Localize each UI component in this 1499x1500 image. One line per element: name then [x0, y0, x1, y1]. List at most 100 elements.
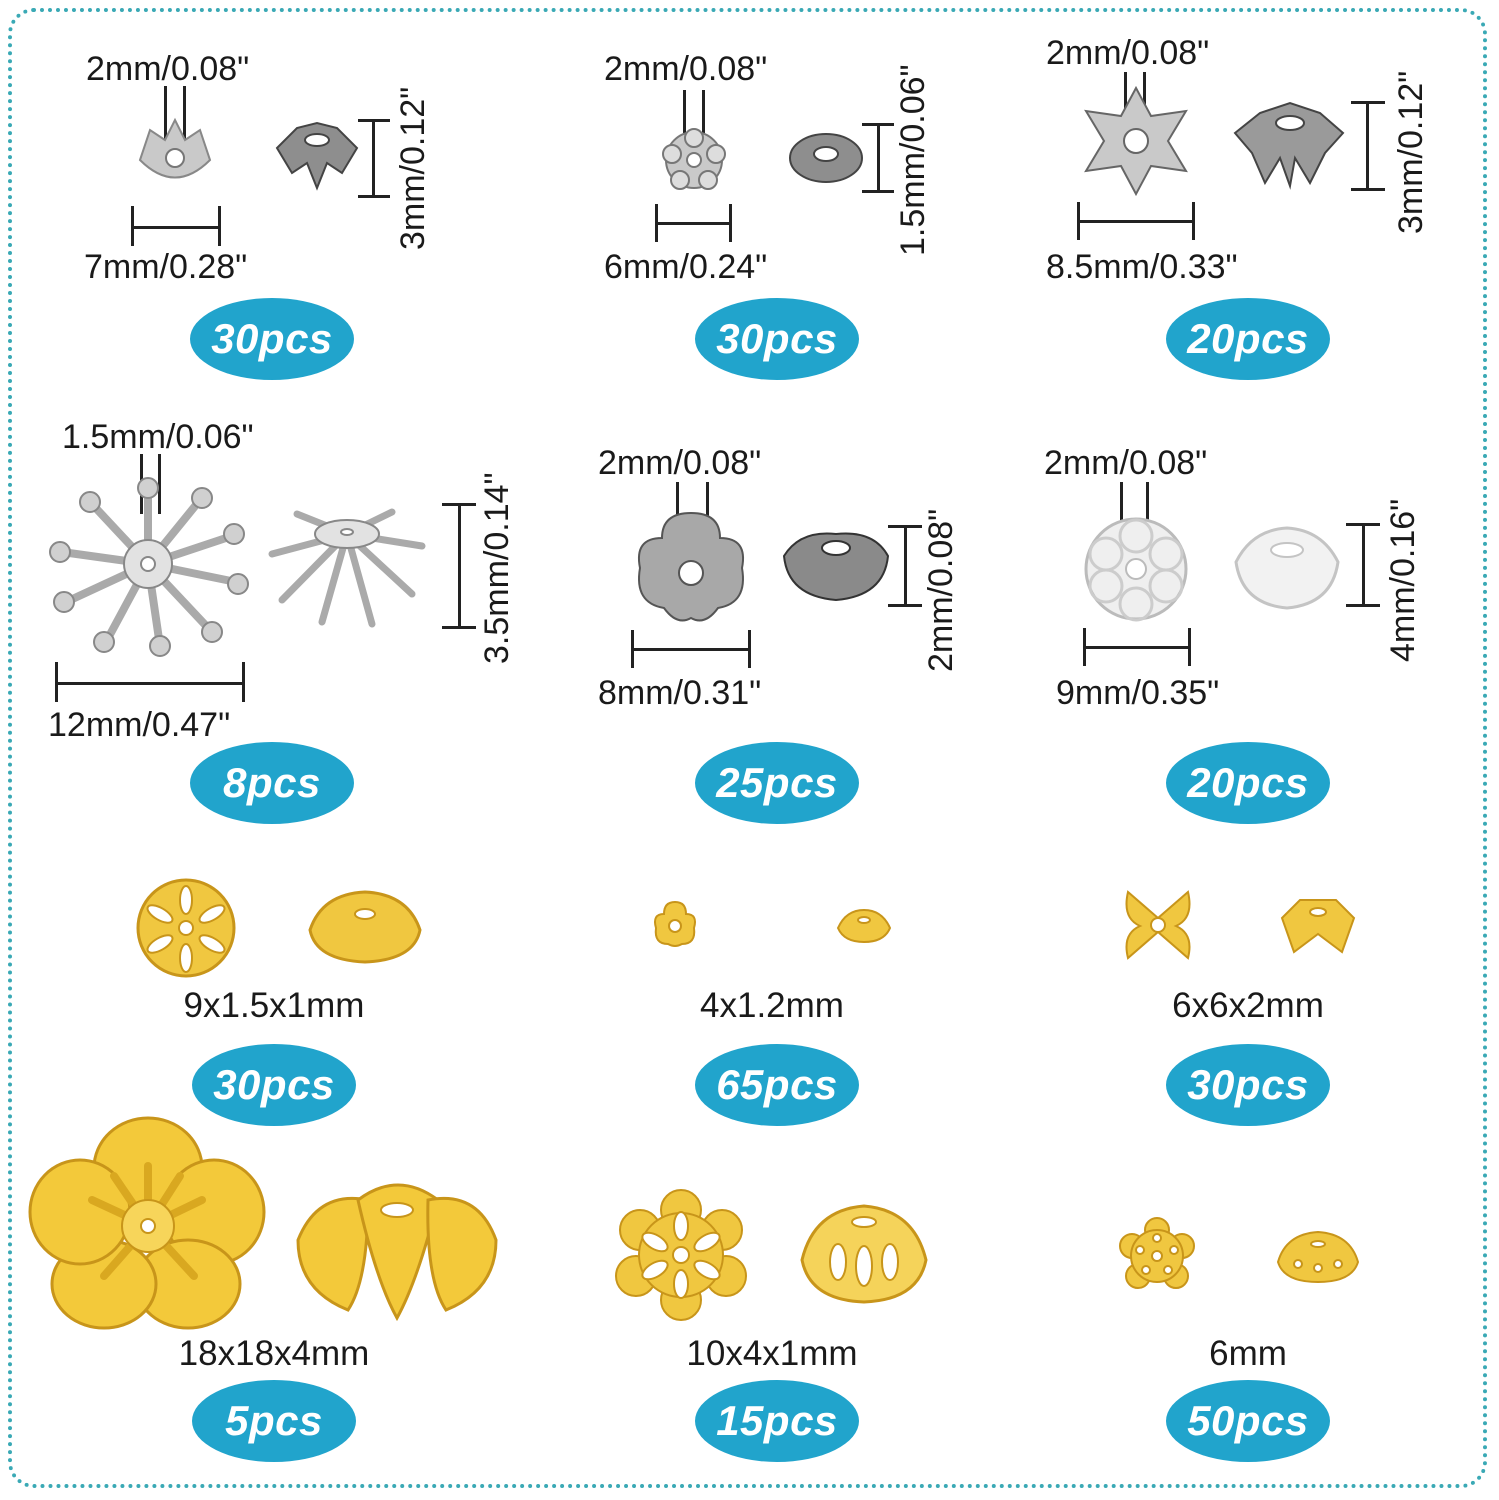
height-marker-end	[888, 525, 922, 528]
height-marker-end	[888, 604, 922, 607]
gold-filigree-flower-cap-side-icon	[308, 890, 422, 964]
width-dimension-label: 8.5mm/0.33"	[1046, 248, 1238, 286]
width-dimension-label: 7mm/0.28"	[84, 248, 248, 286]
width-marker-end	[55, 662, 58, 702]
height-marker-line	[1362, 524, 1365, 606]
quantity-badge: 30pcs	[1166, 1044, 1330, 1126]
width-marker-end	[131, 206, 134, 246]
height-dimension-label: 3.5mm/0.14"	[478, 472, 516, 664]
gold-lace-flower-cap-side-icon	[800, 1204, 928, 1304]
quantity-badge: 8pcs	[190, 742, 354, 824]
dotted-border-frame	[8, 8, 1487, 1488]
width-marker-line	[1078, 220, 1194, 223]
quantity-badge: 30pcs	[190, 298, 354, 380]
height-dimension-label: 2mm/0.08"	[922, 508, 960, 672]
width-marker-end	[655, 204, 658, 242]
height-marker-line	[904, 526, 907, 606]
height-marker-end	[358, 119, 390, 122]
height-marker-line	[1366, 102, 1369, 190]
size-label: 6mm	[1209, 1334, 1287, 1373]
quantity-badge: 25pcs	[695, 742, 859, 824]
hole-dimension-label: 2mm/0.08"	[1046, 34, 1210, 72]
height-marker-end	[862, 190, 894, 193]
silver-pansy-cap-side-icon	[782, 532, 890, 602]
quantity-badge: 20pcs	[1166, 298, 1330, 380]
height-marker-end	[1346, 604, 1380, 607]
size-label: 6x6x2mm	[1172, 986, 1324, 1025]
height-marker-end	[442, 503, 476, 506]
silver-bead-cap-top-icon	[138, 117, 212, 179]
width-dimension-label: 9mm/0.35"	[1056, 674, 1220, 712]
quantity-badge: 5pcs	[192, 1380, 356, 1462]
silver-star-cap-side-icon	[1233, 101, 1345, 190]
width-marker-end	[1192, 202, 1195, 240]
height-marker-line	[877, 124, 880, 192]
silver-filigree-cap-side-icon	[1234, 526, 1340, 610]
quantity-badge: 30pcs	[192, 1044, 356, 1126]
width-marker-line	[632, 648, 750, 651]
silver-burst-cap-side-icon	[268, 508, 426, 628]
width-dimension-label: 8mm/0.31"	[598, 674, 762, 712]
hole-marker-line	[158, 454, 161, 514]
quantity-badge: 15pcs	[695, 1380, 859, 1462]
width-marker-end	[1077, 202, 1080, 240]
height-marker-line	[372, 120, 375, 196]
width-marker-line	[132, 226, 220, 229]
width-marker-end	[242, 662, 245, 702]
hole-dimension-label: 2mm/0.08"	[1044, 444, 1208, 482]
height-marker-line	[458, 504, 461, 628]
height-marker-end	[1346, 523, 1380, 526]
silver-burst-cap-top-icon	[49, 477, 249, 657]
height-dimension-label: 1.5mm/0.06"	[894, 64, 932, 256]
hole-marker-line	[702, 90, 705, 150]
hole-dimension-label: 1.5mm/0.06"	[62, 418, 254, 456]
size-label: 4x1.2mm	[700, 986, 844, 1025]
width-marker-end	[218, 206, 221, 246]
width-marker-line	[656, 222, 732, 225]
silver-pansy-cap-top-icon	[638, 511, 744, 622]
hole-marker-line	[1146, 482, 1149, 546]
width-dimension-label: 12mm/0.47"	[48, 706, 231, 744]
width-marker-line	[1084, 646, 1190, 649]
width-marker-end	[748, 630, 751, 668]
gold-holed-flower-cap-top-icon	[1119, 1217, 1195, 1289]
size-label: 9x1.5x1mm	[183, 986, 365, 1025]
width-marker-line	[56, 682, 244, 685]
quantity-badge: 20pcs	[1166, 742, 1330, 824]
hole-marker-line	[183, 86, 186, 156]
hole-marker-line	[164, 86, 167, 156]
hole-dimension-label: 2mm/0.08"	[598, 444, 762, 482]
width-marker-end	[729, 204, 732, 242]
hole-dimension-label: 2mm/0.08"	[86, 50, 250, 88]
width-marker-end	[631, 630, 634, 668]
size-label: 18x18x4mm	[178, 1334, 370, 1373]
silver-flower-cap-top-icon	[662, 128, 726, 190]
hole-marker-line	[1120, 482, 1123, 546]
height-marker-end	[442, 626, 476, 629]
height-dimension-label: 3mm/0.12"	[1392, 70, 1430, 234]
gold-large-flower-cap-top-icon	[28, 1116, 266, 1330]
height-marker-end	[1351, 101, 1385, 104]
silver-bead-cap-side-icon	[275, 121, 359, 191]
gold-leaf-cap-side-icon	[1280, 899, 1356, 954]
gold-large-flower-cap-side-icon	[296, 1183, 498, 1322]
width-dimension-label: 6mm/0.24"	[604, 248, 768, 286]
silver-star-cap-top-icon	[1084, 85, 1188, 197]
height-marker-end	[358, 195, 390, 198]
height-dimension-label: 4mm/0.16"	[1384, 498, 1422, 662]
hole-marker-line	[683, 90, 686, 150]
width-marker-end	[1188, 628, 1191, 666]
quantity-badge: 50pcs	[1166, 1380, 1330, 1462]
gold-leaf-cap-top-icon	[1125, 890, 1191, 960]
quantity-badge: 65pcs	[695, 1044, 859, 1126]
gold-tiny-flower-cap-top-icon	[654, 900, 696, 947]
size-label: 10x4x1mm	[686, 1334, 858, 1373]
hole-dimension-label: 2mm/0.08"	[604, 50, 768, 88]
silver-filigree-cap-top-icon	[1084, 517, 1188, 622]
height-marker-end	[1351, 188, 1385, 191]
gold-tiny-flower-cap-side-icon	[836, 908, 892, 944]
width-marker-end	[1083, 628, 1086, 666]
quantity-badge: 30pcs	[695, 298, 859, 380]
height-marker-end	[862, 123, 894, 126]
silver-flower-cap-side-icon	[789, 133, 863, 183]
